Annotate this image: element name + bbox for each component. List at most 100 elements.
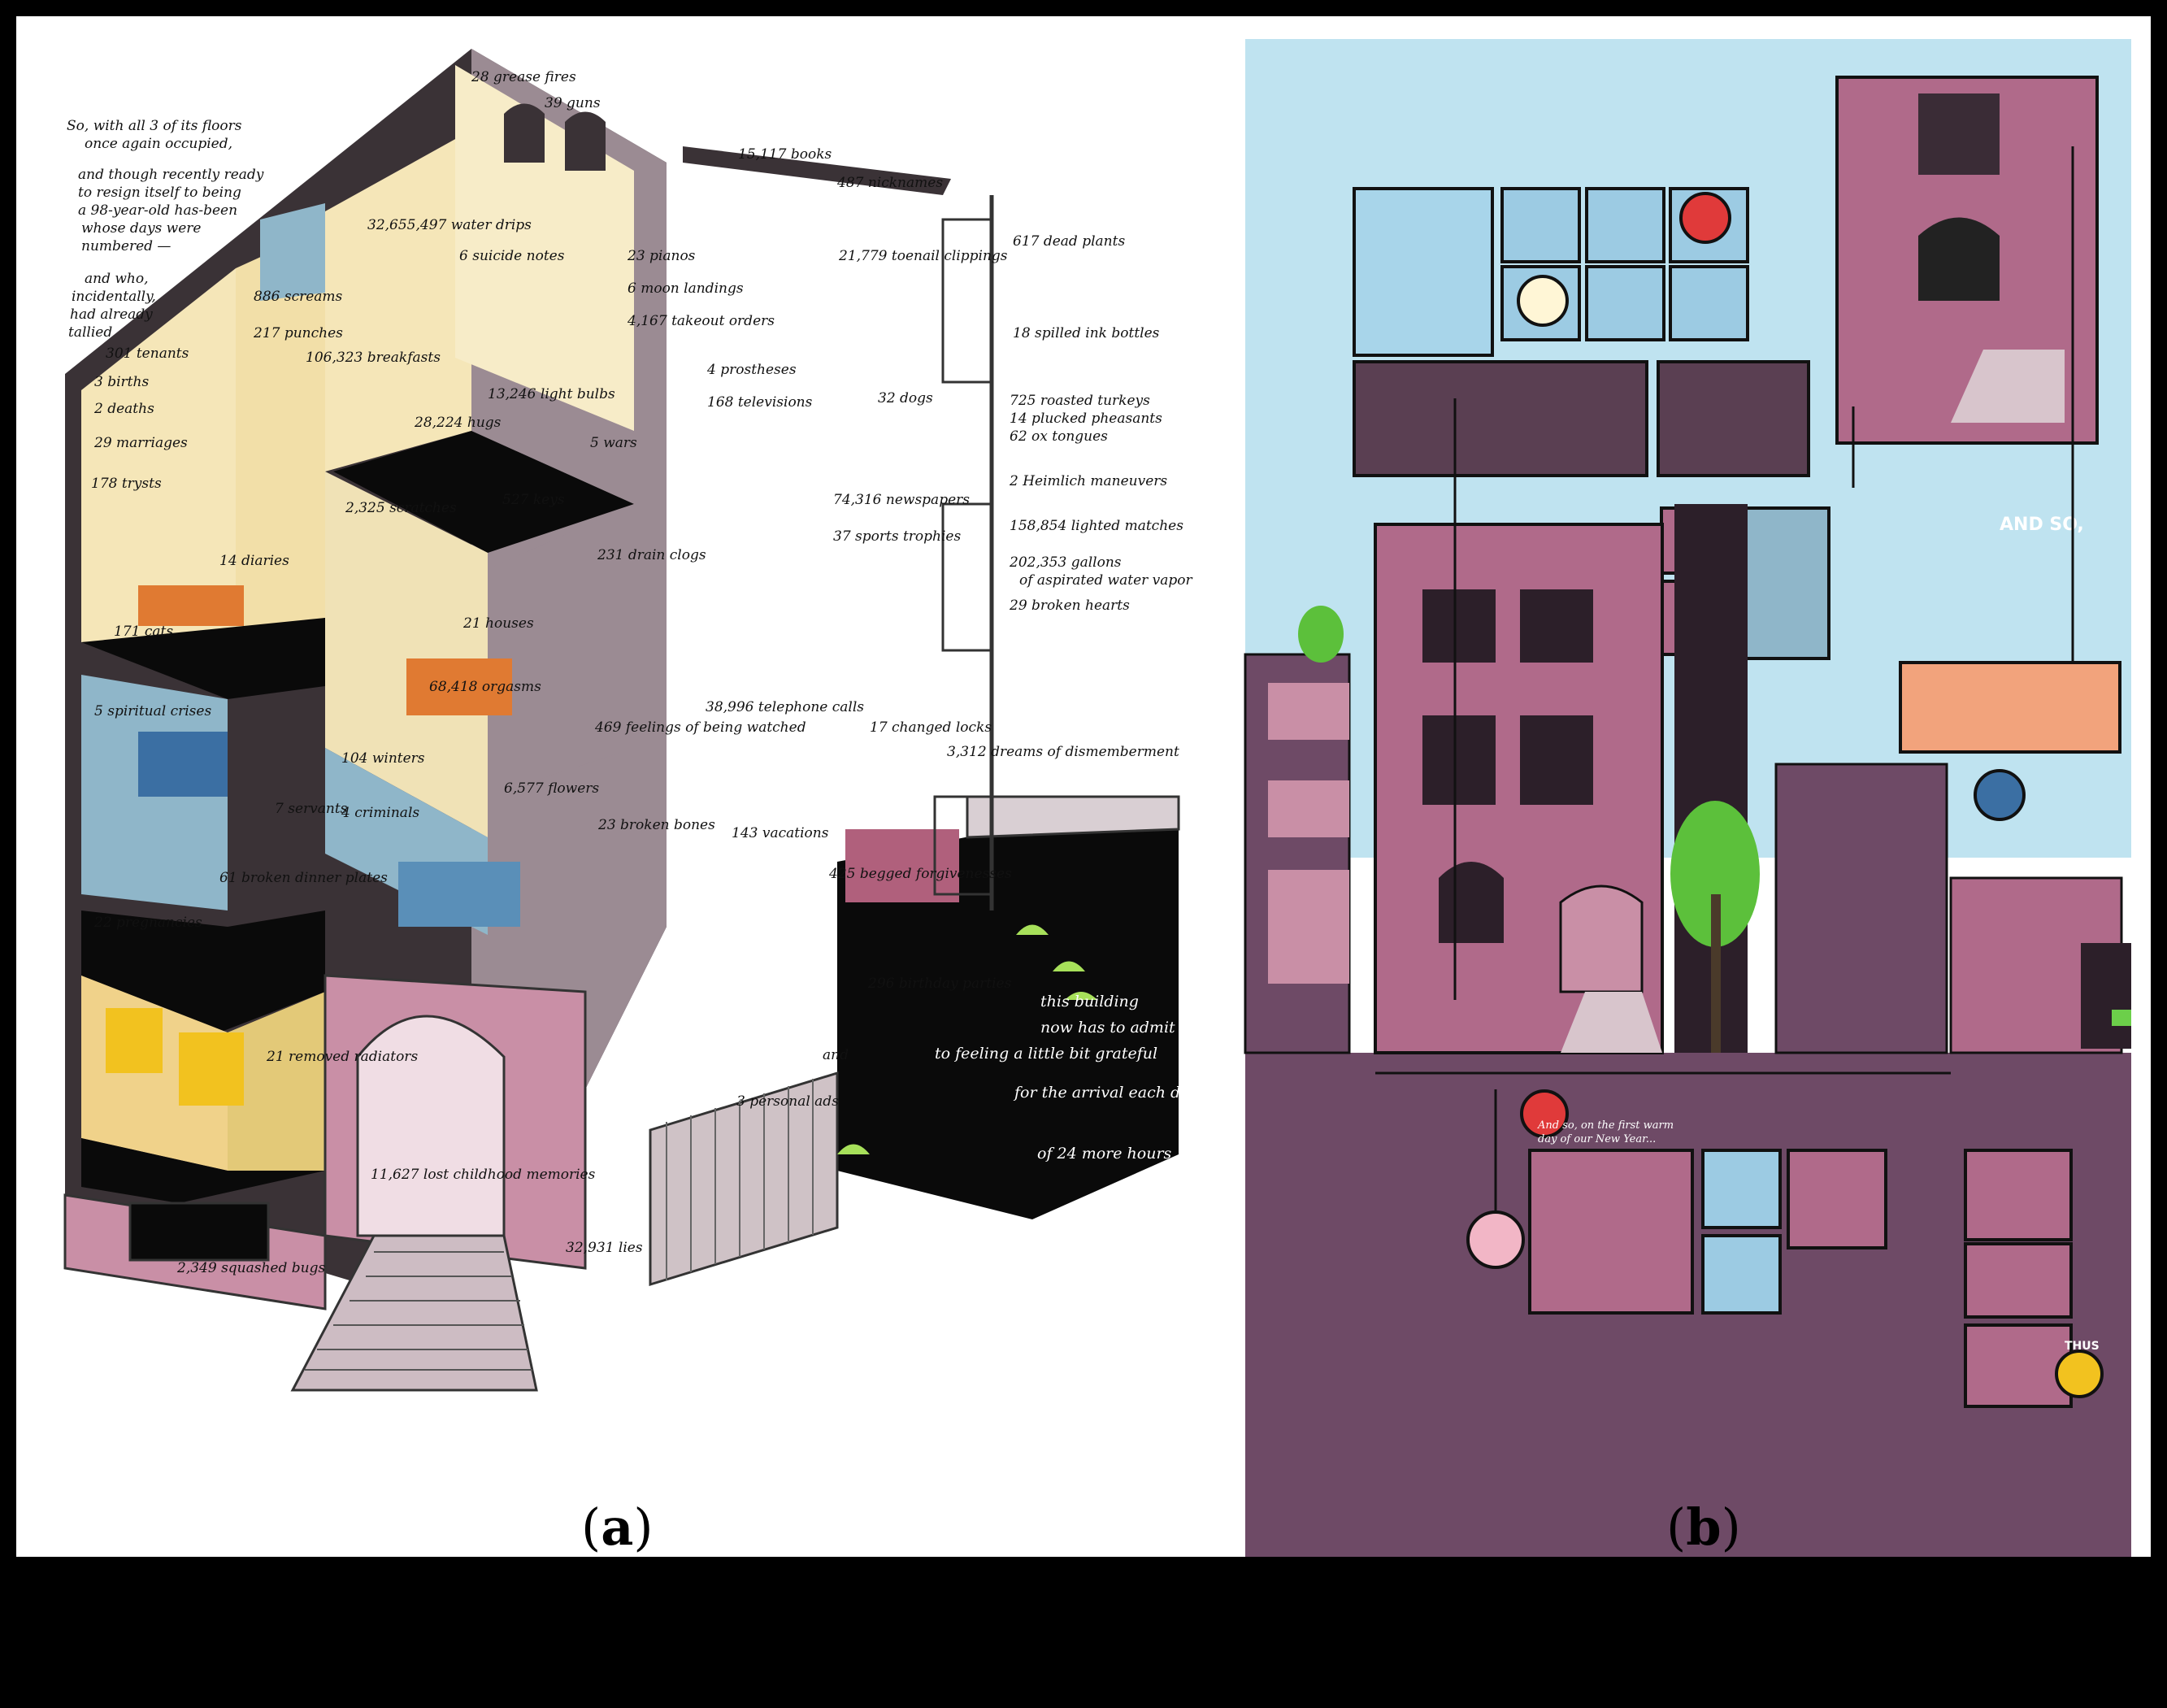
label-moon-landings: 6 moon landings: [628, 280, 744, 297]
label-squashed-bugs: 2,349 squashed bugs: [176, 1260, 325, 1276]
label-and: and: [823, 1047, 849, 1063]
yard-text: this building now has to admit to feelin…: [935, 993, 1198, 1223]
comic-panel-kitchen: [1353, 360, 1648, 477]
label-orgasms: 68,418 orgasms: [429, 679, 541, 695]
label-nicknames: 487 nicknames: [836, 175, 943, 191]
label-and-so: AND SO,: [2000, 515, 2084, 535]
panel-b: AND SO, THUS And so, on the first warm d…: [1244, 39, 2131, 1557]
label-telephone-calls: 38,996 telephone calls: [706, 699, 864, 715]
label-televisions: 168 televisions: [707, 394, 813, 411]
label-first-warm-line-2: day of our New Year...: [1538, 1133, 1656, 1145]
yard-line-3: to feeling a little bit grateful: [935, 1045, 1157, 1063]
label-houses: 21 houses: [462, 615, 534, 632]
label-grease-fires: 28 grease fires: [471, 69, 576, 85]
label-breakfasts: 106,323 breakfasts: [306, 350, 441, 366]
label-drain-clogs: 231 drain clogs: [597, 547, 706, 563]
yard-line-5: of 24 more hours: [1037, 1145, 1172, 1163]
intro-line-5: a 98-year-old has-been: [78, 202, 237, 219]
label-scratches: 2,325 scratches: [345, 500, 457, 516]
pink-bed: [845, 829, 959, 902]
intro-line-6: whose days were: [81, 220, 201, 237]
porch-arch: [356, 1015, 506, 1237]
label-takeout-orders: 4,167 takeout orders: [627, 313, 775, 329]
label-changed-locks: 17 changed locks: [870, 719, 992, 736]
label-newspapers: 74,316 newspapers: [833, 492, 970, 508]
label-removed-radiators: 21 removed radiators: [266, 1049, 418, 1065]
label-dogs: 32 dogs: [878, 390, 933, 406]
bathroom-wall: [260, 203, 325, 301]
label-lost-childhood-memories: 11,627 lost childhood memories: [371, 1167, 596, 1183]
label-books: 15,117 books: [738, 146, 832, 163]
figure-canvas: So, with all 3 of its floors once again …: [63, 39, 2131, 1557]
list-plucked-pheasants: 14 plucked pheasants: [1010, 411, 1162, 427]
intro-line-2: once again occupied,: [85, 136, 232, 152]
list-ox-tongues: 62 ox tongues: [1010, 428, 1108, 445]
tree: [1670, 801, 1760, 947]
label-light-bulbs: 13,246 light bulbs: [488, 386, 615, 402]
label-wars: 5 wars: [590, 435, 637, 451]
yard-line-2: now has to admit: [1040, 1019, 1175, 1037]
label-marriages: 29 marriages: [93, 435, 188, 451]
label-sports-trophies: 37 sports trophies: [833, 528, 961, 545]
label-birthday-parties: 296 birthday parties: [867, 976, 1012, 992]
label-toenail-clippings: 21,779 toenail clippings: [838, 248, 1008, 264]
label-tenants: 301 tenants: [106, 346, 189, 362]
label-thus: THUS: [2065, 1340, 2100, 1353]
label-feelings-watched: 469 feelings of being watched: [594, 719, 806, 736]
front-stairs: [290, 1234, 538, 1392]
intro-line-11: tallied: [68, 324, 112, 341]
intro-text: So, with all 3 of its floors once again …: [67, 118, 264, 341]
intro-line-7: numbered —: [81, 238, 171, 254]
list-gallons: 202,353 gallons: [1009, 554, 1122, 571]
label-lies: 32,931 lies: [566, 1240, 643, 1256]
intro-line-4: to resign itself to being: [78, 185, 241, 201]
label-vacations: 143 vacations: [732, 825, 829, 841]
intro-line-1: So, with all 3 of its floors: [67, 118, 242, 134]
label-deaths: 2 deaths: [93, 401, 154, 417]
yard-line-1: this building: [1040, 993, 1139, 1010]
label-begged-forgivenesses: 425 begged forgivenesses: [828, 866, 1012, 882]
label-births: 3 births: [94, 374, 149, 390]
orange-bed: [406, 658, 512, 715]
yellow-chair-2: [179, 1032, 244, 1106]
comic-panel-window: [1353, 187, 1494, 357]
panel-b-caption: And so, on the first warm day of our New…: [1537, 1119, 1674, 1145]
list-heimlich: 2 Heimlich maneuvers: [1009, 473, 1167, 489]
panel-a: So, with all 3 of its floors once again …: [63, 49, 1198, 1392]
label-trysts: 178 trysts: [91, 476, 162, 492]
label-winters: 104 winters: [341, 750, 425, 767]
figure-sheet: So, with all 3 of its floors once again …: [16, 16, 2151, 1557]
label-hugs: 28,224 hugs: [414, 415, 502, 431]
label-suicide-notes: 6 suicide notes: [459, 248, 565, 264]
yard-fence: [649, 1071, 839, 1287]
label-personal-ads: 3 personal ads: [736, 1093, 839, 1110]
intro-line-3: and though recently ready: [78, 167, 264, 183]
building-labels: 28 grease fires 39 guns 15,117 books 487…: [91, 69, 1179, 1276]
label-broken-bones: 23 broken bones: [597, 817, 715, 833]
label-cats: 171 cats: [114, 624, 173, 640]
label-pianos: 23 pianos: [627, 248, 696, 264]
label-broken-dinner-plates: 61 broken dinner plates: [219, 870, 388, 886]
label-guns: 39 guns: [545, 95, 601, 111]
blue-bed: [398, 862, 520, 927]
intro-line-10: had already: [70, 306, 153, 323]
comic-panel-beach: [1899, 661, 2121, 754]
label-punches: 217 punches: [253, 325, 343, 341]
label-dreams-dismemberment: 3,312 dreams of dismemberment: [947, 744, 1179, 760]
yellow-chair-1: [106, 1008, 163, 1073]
list-lighted-matches: 158,854 lighted matches: [1010, 518, 1183, 534]
label-prostheses: 4 prostheses: [706, 362, 797, 378]
yard-line-4: for the arrival each day: [1013, 1084, 1198, 1102]
list-broken-hearts: 29 broken hearts: [1009, 598, 1130, 614]
list-spilled-ink: 18 spilled ink bottles: [1013, 325, 1160, 341]
label-criminals: 4 criminals: [341, 805, 419, 821]
list-dead-plants: 617 dead plants: [1013, 233, 1125, 250]
caption-a: (a): [581, 1497, 654, 1557]
intro-line-8: and who,: [85, 271, 149, 287]
label-keys: 527 keys: [502, 492, 565, 508]
list-roasted-turkeys: 725 roasted turkeys: [1010, 393, 1150, 409]
label-servants: 7 servants: [275, 801, 348, 817]
comic-panel-stairs: [1528, 1149, 1694, 1315]
label-flowers: 6,577 flowers: [504, 780, 599, 797]
caption-b: (b): [1666, 1497, 1741, 1557]
